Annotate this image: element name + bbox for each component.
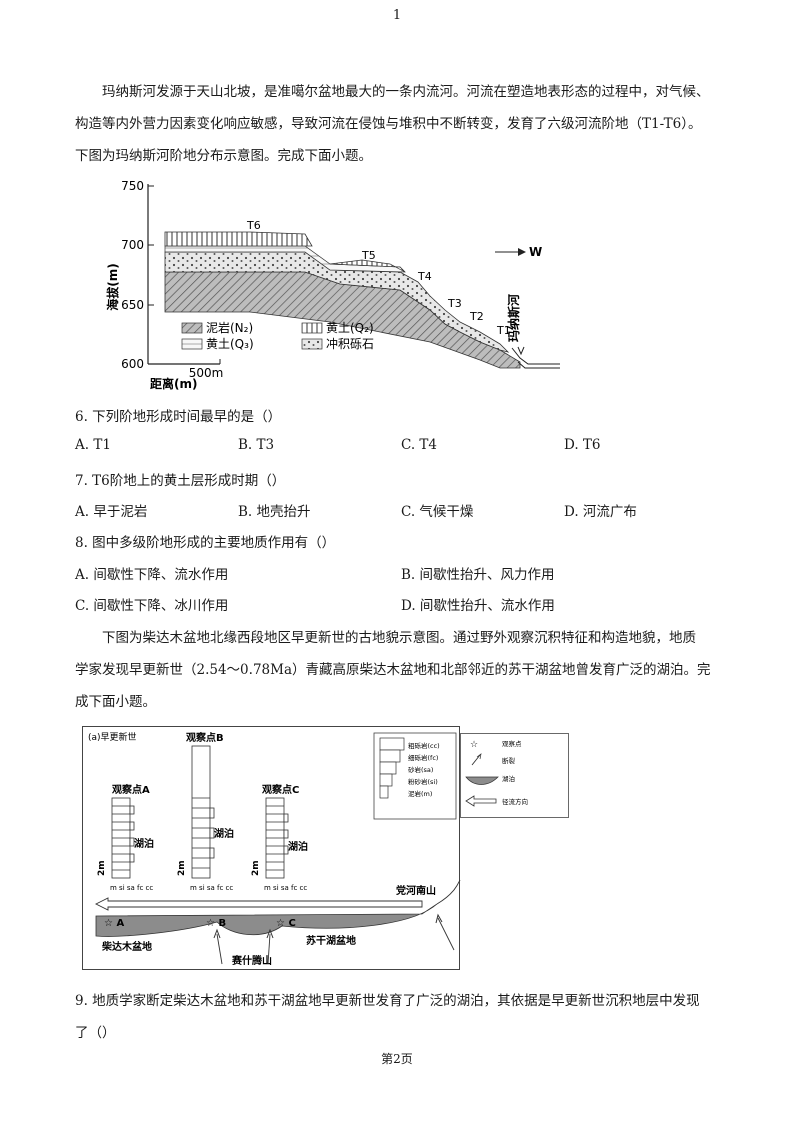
q8-option-a[interactable]: A. 间歇性下降、流水作用 <box>75 567 229 583</box>
lake-basin-shape <box>95 903 438 937</box>
legend-mudstone-swatch <box>181 322 203 334</box>
terrace-t1: T1 <box>496 324 511 337</box>
q7-stem: 7. T6阶地上的黄土层形成时期（） <box>75 473 286 489</box>
intro-paragraph-2: 下图为柴达木盆地北缘西段地区早更新世的古地貌示意图。通过野外观察沉积特征和构造地… <box>75 622 725 718</box>
mudstone-layer <box>164 271 521 369</box>
mountain-danghenanshan: 党河南山 <box>396 884 436 897</box>
terrace-t3: T3 <box>447 297 462 310</box>
mountain-saishiteng: 赛什腾山 <box>231 954 272 967</box>
paleo-geomorphology-figure: (a)早更新世 观察点A 湖泊 观察点B 湖泊 观察点C 湖泊 2m <box>82 726 461 970</box>
point-c-label: 观察点C <box>262 783 299 796</box>
intro2-line1: 下图为柴达木盆地北缘西段地区早更新世的古地貌示意图。通过野外观察沉积特征和构造地… <box>102 630 696 646</box>
legend-symbols-box <box>460 733 569 818</box>
q8-option-d[interactable]: D. 间歇性抬升、流水作用 <box>401 598 555 614</box>
q6-option-b[interactable]: B. T3 <box>238 437 275 453</box>
q6-option-d[interactable]: D. T6 <box>564 437 601 453</box>
terrace-t6: T6 <box>246 219 261 232</box>
terrace-t4: T4 <box>417 270 432 283</box>
q7-option-d[interactable]: D. 河流广布 <box>564 504 637 520</box>
intro1-line3: 下图为玛纳斯河阶地分布示意图。完成下面小题。 <box>75 148 372 164</box>
legend-mudstone: 泥岩(N₂) <box>206 320 253 335</box>
legend-runoff-icon <box>465 795 497 807</box>
point-b-label: 观察点B <box>186 731 224 744</box>
lake-label-a: 湖泊 <box>134 837 154 850</box>
page-number: 1 <box>392 8 402 23</box>
grain-labels-c: m si sa fc cc <box>264 884 307 892</box>
q6-option-c[interactable]: C. T4 <box>401 437 438 453</box>
legend-loess-q3: 黄土(Q₃) <box>206 337 254 351</box>
legend-gravel: 冲积砾石 <box>326 336 374 351</box>
legend-rock-cc: 粗砾岩(cc) <box>408 741 440 750</box>
legend-gravel-swatch <box>301 338 323 350</box>
grain-labels-b: m si sa fc cc <box>190 884 233 892</box>
q9-line1: 9. 地质学家断定柴达木盆地和苏干湖盆地早更新世发育了广泛的湖泊，其依据是早更新… <box>75 993 700 1009</box>
legend-loess-q2: 黄土(Q₂) <box>326 321 374 335</box>
legend-symbol-runoff: 径流方向 <box>502 797 528 806</box>
q7-option-b[interactable]: B. 地壳抬升 <box>238 504 311 520</box>
lake-label-b: 湖泊 <box>214 827 234 840</box>
intro2-line2: 学家发现早更新世（2.54～0.78Ma）青藏高原柴达木盆地和北部邻近的苏干湖盆… <box>75 662 711 678</box>
page-footer: 第2页 <box>381 1052 413 1066</box>
legend-rock-m: 泥岩(m) <box>408 789 432 798</box>
terrace-t5: T5 <box>361 249 376 262</box>
legend-lake-icon <box>465 776 499 785</box>
marker-b: ☆ B <box>206 918 226 929</box>
point-a-label: 观察点A <box>112 783 150 796</box>
column-a <box>111 797 135 879</box>
scale-a: 2m <box>97 860 107 876</box>
basin-qaidam: 柴达木盆地 <box>101 940 152 953</box>
legend-symbol-point: 观察点 <box>502 739 522 748</box>
loess-q2-layer <box>164 231 313 247</box>
gravel-layer <box>164 251 510 353</box>
scale-b: 2m <box>177 860 187 876</box>
column-c <box>265 797 289 879</box>
lake-label-c: 湖泊 <box>288 840 308 853</box>
river-label: 玛纳斯河 <box>506 294 521 342</box>
panel-title: (a)早更新世 <box>88 731 137 743</box>
legend-rock-sa: 砂岩(sa) <box>408 765 433 774</box>
q7-option-c[interactable]: C. 气候干燥 <box>401 504 474 520</box>
marker-a: ☆ A <box>104 918 124 929</box>
legend-star-icon: ☆ <box>470 740 478 750</box>
y-tick-700: 700 <box>121 238 144 252</box>
intro1-line1: 玛纳斯河发源于天山北坡，是准噶尔盆地最大的一条内流河。河流在塑造地表形态的过程中… <box>102 84 710 100</box>
scale-c: 2m <box>251 860 261 876</box>
column-b <box>191 745 215 879</box>
legend-rock-fc: 细砾岩(fc) <box>408 753 438 762</box>
q8-option-c[interactable]: C. 间歇性下降、冰川作用 <box>75 598 229 614</box>
legend-loess-q2-swatch <box>301 322 323 334</box>
intro2-line3: 成下面小题。 <box>75 694 156 710</box>
direction-label: W <box>529 245 542 259</box>
q6-option-a[interactable]: A. T1 <box>75 437 111 453</box>
legend-symbol-lake: 湖泊 <box>502 774 515 783</box>
basin-suganhu: 苏干湖盆地 <box>306 934 356 947</box>
legend-symbol-fault: 断裂 <box>502 756 516 765</box>
q8-option-b[interactable]: B. 间歇性抬升、风力作用 <box>401 567 555 583</box>
x-axis-label: 距离(m) <box>150 376 197 391</box>
q8-stem: 8. 图中多级阶地形成的主要地质作用有（） <box>75 535 336 551</box>
y-tick-600: 600 <box>121 357 144 371</box>
legend-loess-q3-swatch <box>181 338 203 350</box>
loess-q2-t5 <box>329 259 406 273</box>
y-axis-label: 海拔(m) <box>105 263 120 310</box>
q7-option-a[interactable]: A. 早于泥岩 <box>75 504 148 520</box>
legend-rock-si: 粉砂岩(si) <box>408 777 438 786</box>
legend-fault-icon <box>471 754 481 766</box>
grain-labels-a: m si sa fc cc <box>110 884 153 892</box>
terrace-t2: T2 <box>469 310 484 323</box>
q6-stem: 6. 下列阶地形成时间最早的是（） <box>75 409 282 425</box>
legend-symbols-figure: ☆ 观察点 断裂 湖泊 径流方向 <box>460 733 569 818</box>
y-tick-650: 650 <box>121 298 144 312</box>
q9-line2: 了（） <box>75 1025 116 1041</box>
intro-paragraph-1: 玛纳斯河发源于天山北坡，是准噶尔盆地最大的一条内流河。河流在塑造地表形态的过程中… <box>75 76 725 172</box>
scale-label: 500m <box>189 366 224 380</box>
terrace-profile-figure: 750 700 650 600 海拔(m) 500m 距离(m) T6 T5 T… <box>105 179 560 391</box>
marker-c: ☆ C <box>276 918 296 929</box>
intro1-line2: 构造等内外营力因素变化响应敏感，导致河流在侵蚀与堆积中不断转变，发育了六级河流阶… <box>75 116 702 132</box>
runoff-arrow <box>94 897 423 911</box>
y-tick-750: 750 <box>121 179 144 193</box>
